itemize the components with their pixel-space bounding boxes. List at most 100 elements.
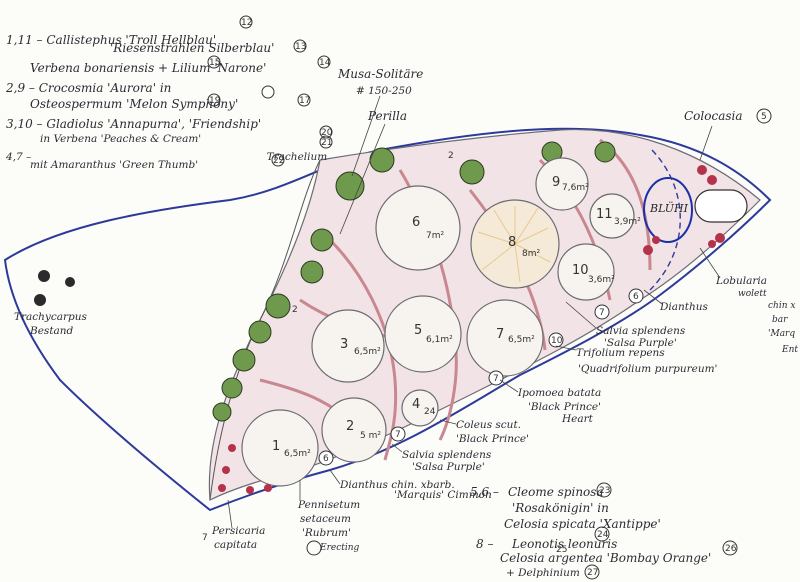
shrub — [265, 293, 291, 319]
svg-text:7: 7 — [395, 430, 401, 440]
svg-text:Celosia spicata 'Xantippe': Celosia spicata 'Xantippe' — [504, 517, 661, 531]
bed-9-area: 7,6m² — [562, 183, 589, 193]
svg-text:'Rosakönigin' in: 'Rosakönigin' in — [512, 501, 609, 515]
svg-text:mit Amaranthus 'Green Thumb': mit Amaranthus 'Green Thumb' — [30, 159, 198, 171]
svg-text:Erecting: Erecting — [319, 543, 360, 553]
bed-8-num: 8 — [508, 235, 516, 250]
svg-text:5: 5 — [761, 112, 767, 122]
bed-4-area: 24 — [424, 407, 436, 417]
bed-8-area: 8m² — [522, 249, 540, 259]
svg-text:'Riesenstrahlen Silberblau': 'Riesenstrahlen Silberblau' — [110, 41, 274, 55]
bed-3 — [311, 309, 385, 383]
svg-text:21: 21 — [321, 138, 332, 148]
sun-rays — [477, 206, 551, 283]
svg-text:6: 6 — [323, 454, 329, 464]
shrub — [310, 228, 334, 252]
leader-lines — [227, 95, 721, 529]
svg-text:bar: bar — [772, 315, 788, 325]
svg-text:6: 6 — [633, 292, 639, 302]
svg-text:Coleus scut.: Coleus scut. — [456, 419, 521, 431]
svg-text:2: 2 — [292, 305, 298, 315]
bluhi-area — [643, 177, 693, 243]
bed-6-area: 7m² — [426, 231, 444, 241]
svg-text:10: 10 — [551, 336, 563, 346]
svg-text:15: 15 — [209, 58, 220, 68]
svg-text:12: 12 — [241, 18, 252, 28]
svg-text:3,10 – Gladiolus 'Annapurna',: 3,10 – Gladiolus 'Annapurna', 'Friendshi… — [6, 117, 261, 131]
svg-text:'Salsa Purple': 'Salsa Purple' — [412, 461, 485, 473]
svg-text:Perilla: Perilla — [367, 109, 407, 123]
svg-text:24: 24 — [597, 530, 609, 540]
bed-9-num: 9 — [552, 175, 560, 190]
svg-text:2,9 – Crocosmia 'Aurora' in: 2,9 – Crocosmia 'Aurora' in — [5, 81, 171, 95]
svg-text:27: 27 — [587, 568, 598, 578]
bed-1-num: 1 — [272, 439, 280, 454]
shrub — [212, 402, 232, 422]
svg-text:Persicaria: Persicaria — [211, 525, 265, 537]
inner-border — [209, 159, 321, 501]
bed-5-area: 6,1m² — [426, 335, 453, 345]
svg-text:wolett: wolett — [738, 289, 767, 299]
svg-text:chin x: chin x — [768, 301, 795, 311]
svg-text:Trifolium repens: Trifolium repens — [576, 347, 665, 359]
svg-text:'Rubrum': 'Rubrum' — [302, 527, 351, 539]
svg-text:+ Delphinium: + Delphinium — [506, 567, 580, 579]
bed-2 — [321, 397, 387, 463]
svg-text:Ent: Ent — [781, 345, 798, 355]
shrub — [248, 320, 272, 344]
svg-text:capitata: capitata — [214, 539, 257, 551]
svg-text:20: 20 — [321, 128, 333, 138]
svg-text:17: 17 — [299, 96, 310, 106]
svg-text:Osteospermum 'Melon Symphony': Osteospermum 'Melon Symphony' — [30, 97, 238, 111]
bed-2-area: 5 m² — [360, 431, 381, 441]
bed-1 — [241, 409, 319, 487]
svg-text:13: 13 — [295, 42, 306, 52]
bed-3-num: 3 — [340, 337, 348, 352]
svg-text:Salvia splendens: Salvia splendens — [596, 325, 686, 337]
bed-11-num: 11 — [596, 207, 613, 222]
svg-text:7: 7 — [493, 374, 499, 384]
shrub — [300, 260, 324, 284]
path-stone — [694, 189, 748, 223]
bed-5 — [384, 295, 462, 373]
svg-text:Lobularia: Lobularia — [715, 275, 767, 287]
shrub — [459, 159, 485, 185]
svg-text:Dianthus chin. xbarb.: Dianthus chin. xbarb. — [339, 479, 455, 491]
shrub — [594, 141, 616, 163]
svg-text:1,11 – Callistephus 'Troll Hel: 1,11 – Callistephus 'Troll Hellblau' — [6, 33, 216, 47]
bed-7-num: 7 — [496, 327, 504, 342]
svg-text:Musa-Solitäre: Musa-Solitäre — [337, 67, 423, 81]
bluhi-label: BLÜHI — [649, 201, 689, 215]
svg-text:19: 19 — [209, 96, 221, 106]
svg-text:2: 2 — [448, 151, 454, 161]
bed-labels: 1 6,5m² 2 5 m² 3 6,5m² 4 24 5 6,1m² 6 7m… — [272, 175, 641, 459]
bed-11-area: 3,9m² — [614, 217, 641, 227]
svg-text:in Verbena 'Peaches & Cream': in Verbena 'Peaches & Cream' — [40, 133, 201, 145]
bed-10-num: 10 — [572, 263, 589, 278]
svg-text:Celosia argentea 'Bombay Orang: Celosia argentea 'Bombay Orange' — [500, 551, 711, 565]
bed-11 — [589, 193, 635, 239]
bed-1-area: 6,5m² — [284, 449, 311, 459]
svg-text:'Black Prince': 'Black Prince' — [528, 401, 601, 413]
svg-text:# 150-250: # 150-250 — [356, 85, 412, 97]
flowers — [218, 165, 725, 494]
svg-text:Pennisetum: Pennisetum — [297, 499, 360, 511]
bed-3-area: 6,5m² — [354, 347, 381, 357]
svg-text:Salvia splendens: Salvia splendens — [402, 449, 492, 461]
bed-7-area: 6,5m² — [508, 335, 535, 345]
svg-text:22: 22 — [273, 156, 284, 166]
svg-text:Leonotis leonuris: Leonotis leonuris — [511, 537, 617, 551]
shrub — [232, 348, 256, 372]
svg-text:Heart: Heart — [561, 413, 594, 425]
badge-labels: 12 13 14 15 17 19 20 21 22 5 23 24 26 27… — [202, 18, 767, 578]
svg-text:Verbena bonariensis + Lilium ': Verbena bonariensis + Lilium 'Narone' — [30, 61, 266, 75]
bed-9 — [535, 157, 589, 211]
bed-10-area: 3,6m² — [588, 275, 615, 285]
plant-labels: Musa-Solitäre # 150-250 Perilla Colocasi… — [14, 67, 798, 579]
svg-text:5,6 –: 5,6 – — [470, 485, 499, 499]
shrub — [221, 377, 243, 399]
legend: 1,11 – Callistephus 'Troll Hellblau' 'Ri… — [5, 33, 327, 171]
bed-6 — [375, 185, 461, 271]
svg-text:Ipomoea batata: Ipomoea batata — [517, 387, 601, 399]
